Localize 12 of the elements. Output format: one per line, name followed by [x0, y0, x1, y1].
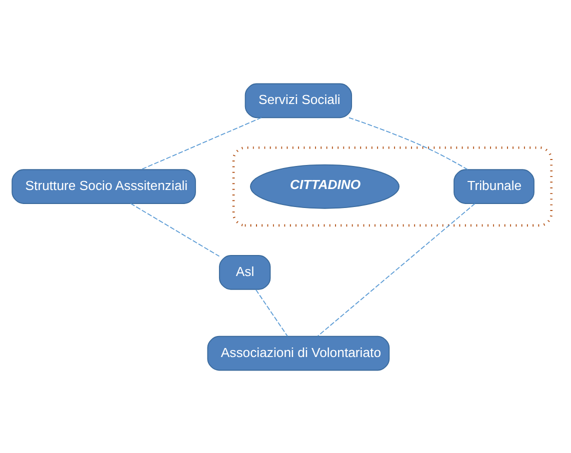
cluster	[232, 146, 553, 226]
connector	[255, 288, 288, 336]
node-box: Tribunale	[454, 168, 534, 204]
node-box: Servizi Sociali	[244, 82, 352, 118]
connector	[130, 202, 220, 256]
node-box: Asl	[218, 254, 271, 290]
connector	[140, 116, 262, 170]
node-box: Strutture Socio Asssitenziali	[12, 168, 196, 204]
connector	[317, 202, 476, 336]
node-ellipse: CITTADINO	[250, 164, 400, 208]
connector	[348, 116, 468, 170]
node-box: Associazioni di Volontariato	[207, 335, 390, 370]
